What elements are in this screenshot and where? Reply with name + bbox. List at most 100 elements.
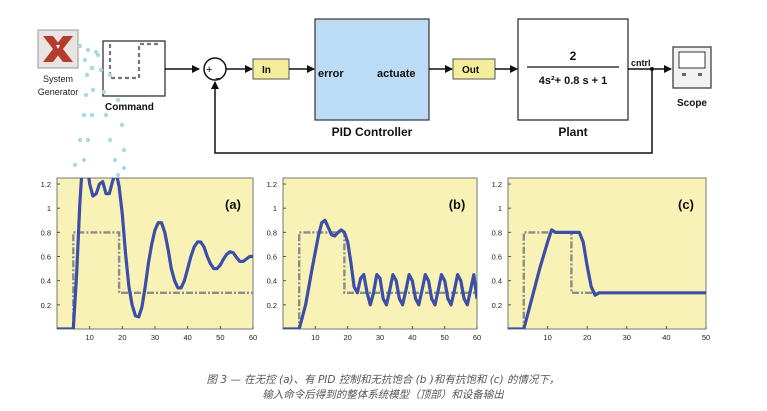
logo-to-chart-dotted-link <box>69 43 127 188</box>
y-tick-label: 0.6 <box>41 253 51 262</box>
y-tick-label: 1 <box>273 204 277 213</box>
x-tick-label: 40 <box>183 333 191 342</box>
scope-knob-icon <box>698 73 702 76</box>
x-tick-label: 40 <box>408 333 416 342</box>
system-generator-block[interactable]: System Generator <box>37 29 79 97</box>
chart-2: 0.2 0.4 0.6 0.8 1 1.2 10 20 30 40 50 (c) <box>492 177 710 342</box>
y-tick-label: 0.8 <box>267 228 277 237</box>
x-tick-label: 10 <box>543 333 551 342</box>
x-tick-label: 30 <box>151 333 159 342</box>
y-tick-label: 0.2 <box>267 301 277 310</box>
caption-line2: 输入命令后得到的整体系统模型（顶部）和设备输出 <box>262 389 504 401</box>
connector-dot <box>81 157 87 163</box>
connector-dot <box>85 137 91 143</box>
chart-panel-label: (c) <box>678 197 694 212</box>
in-gateway-block[interactable]: In <box>252 58 290 80</box>
in-label: In <box>262 65 271 76</box>
cntrl-signal-label: cntrl <box>631 58 651 68</box>
command-box <box>102 40 166 97</box>
connector-dot <box>89 65 95 71</box>
connector-dot <box>85 47 91 53</box>
command-label: Command <box>105 102 154 113</box>
x-tick-label: 50 <box>702 333 710 342</box>
chart-plot-area <box>507 177 707 330</box>
connector-dot <box>95 52 101 58</box>
plant-box <box>517 18 629 121</box>
connector-dot <box>89 112 95 118</box>
command-block[interactable]: Command <box>102 40 166 113</box>
plant-denominator: 4s²+ 0.8 s + 1 <box>539 75 608 87</box>
scope-knob-icon <box>682 73 686 76</box>
y-tick-label: 0.2 <box>492 301 502 310</box>
chart-panel-label: (b) <box>449 197 466 212</box>
plant-output-line <box>57 178 253 329</box>
y-tick-label: 0.2 <box>41 301 51 310</box>
y-tick-label: 0.6 <box>267 253 277 262</box>
logo-label-line1: System <box>43 74 73 84</box>
connector-dot <box>107 72 113 78</box>
pid-controller-block[interactable]: error actuate PID Controller <box>314 18 430 139</box>
connector-dot <box>83 92 89 98</box>
chart-plot-area <box>56 177 254 330</box>
connector-dot <box>77 137 83 143</box>
y-tick-label: 0.4 <box>41 277 51 286</box>
x-tick-label: 60 <box>249 333 257 342</box>
sum-minus: − <box>215 73 221 85</box>
x-tick-label: 10 <box>85 333 93 342</box>
plant-output-line <box>508 228 706 329</box>
connector-dot <box>101 89 107 95</box>
y-tick-label: 0.8 <box>41 228 51 237</box>
y-tick-label: 0.8 <box>492 228 502 237</box>
x-tick-label: 40 <box>662 333 670 342</box>
y-tick-label: 1 <box>47 204 51 213</box>
connector-dot <box>103 112 109 118</box>
plant-numerator: 2 <box>570 49 577 63</box>
x-tick-label: 30 <box>376 333 384 342</box>
scope-block[interactable]: Scope <box>672 46 712 109</box>
connector-dot <box>98 67 104 73</box>
scope-screen-icon <box>678 51 706 69</box>
connector-dot <box>90 87 96 93</box>
plant-output-line <box>283 218 477 329</box>
connector-dot <box>119 122 125 128</box>
plant-block[interactable]: 2 4s²+ 0.8 s + 1 Plant <box>517 18 629 139</box>
y-tick-label: 1.2 <box>41 180 51 189</box>
logo-label-line2: Generator <box>38 87 79 97</box>
connector-dot <box>121 165 127 171</box>
feedback-wire <box>211 69 653 154</box>
block-diagram: System Generator Command + − In error ac… <box>37 18 712 154</box>
connector-dot <box>72 162 78 168</box>
y-tick-label: 1.2 <box>492 180 502 189</box>
scope-label: Scope <box>677 98 707 109</box>
in-box <box>252 58 290 80</box>
x-tick-label: 50 <box>440 333 448 342</box>
x-tick-label: 20 <box>343 333 351 342</box>
sum-plus: + <box>206 64 212 76</box>
connector-dot <box>77 43 83 49</box>
connector-dot <box>107 137 113 143</box>
out-gateway-block[interactable]: Out <box>452 58 496 80</box>
y-tick-label: 1.2 <box>267 180 277 189</box>
xilinx-logo-icon <box>43 36 73 62</box>
y-tick-label: 0.6 <box>492 253 502 262</box>
y-tick-label: 1 <box>498 204 502 213</box>
connector-dot <box>115 172 121 178</box>
connector-dot <box>81 112 87 118</box>
connector-dot <box>115 97 121 103</box>
pid-title: PID Controller <box>332 125 413 139</box>
connector-dot <box>112 157 118 163</box>
x-tick-label: 20 <box>583 333 591 342</box>
caption-line1: 图 3 — 在无控 (a)、有 PID 控制和无抗饱合 (b )和有抗饱和 (c… <box>206 374 559 386</box>
x-tick-label: 10 <box>311 333 319 342</box>
x-tick-label: 60 <box>473 333 481 342</box>
command-signal-line <box>508 231 706 329</box>
step-signal-icon <box>108 42 158 80</box>
sum-block[interactable]: + − <box>203 57 227 85</box>
pid-input-port: error <box>318 68 344 80</box>
y-tick-label: 0.4 <box>492 277 502 286</box>
out-label: Out <box>462 65 480 76</box>
connector-dot <box>84 72 90 78</box>
x-tick-label: 30 <box>623 333 631 342</box>
